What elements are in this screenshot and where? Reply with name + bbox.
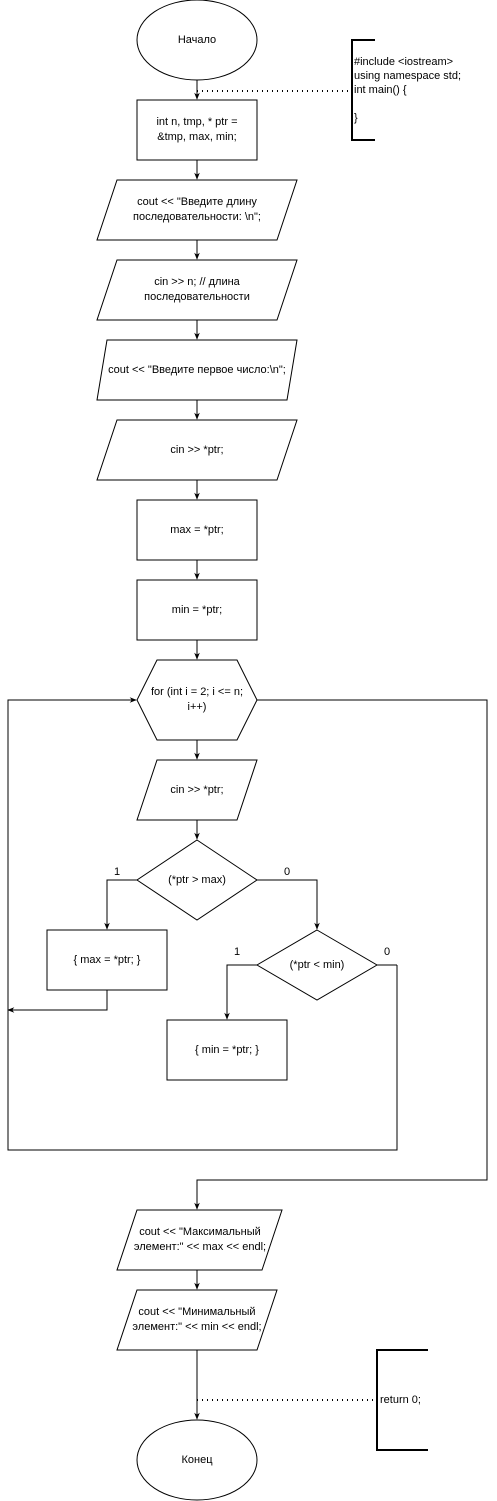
header-annotation-text: #include <iostream> using namespace std;… bbox=[354, 56, 462, 124]
edge-cond-max-true bbox=[104, 879, 137, 930]
edge-label-max-false: 0 bbox=[284, 866, 291, 878]
set-max-label: { max = *ptr; } bbox=[73, 953, 141, 966]
edge-loop-back bbox=[7, 697, 398, 1151]
footer-annotation-text: return 0; bbox=[380, 1393, 421, 1406]
edge-cond-max-false bbox=[257, 879, 320, 930]
output-max-label: cout << "Максимальный элемент:" << max <… bbox=[133, 1226, 267, 1253]
read-next-io bbox=[136, 759, 258, 821]
edge-set-max-back bbox=[7, 990, 108, 1013]
set-max-process bbox=[46, 929, 168, 991]
output-min-label: cout << "Минимальный элемент:" << min <<… bbox=[132, 1306, 262, 1333]
cond-min-label: (*ptr < min) bbox=[289, 958, 345, 971]
read-first-io bbox=[96, 419, 298, 481]
prompt-first-label: cout << "Введите первое число:\n"; bbox=[108, 363, 286, 376]
declaration-label: int n, tmp, * ptr = &tmp, max, min; bbox=[156, 116, 238, 143]
cond-min-decision bbox=[256, 929, 378, 1001]
cond-max-label: (*ptr > max) bbox=[168, 873, 226, 886]
init-max-label: max = *ptr; bbox=[170, 523, 224, 536]
edge-loop-exit bbox=[194, 699, 488, 1210]
set-min-label: { min = *ptr; } bbox=[195, 1043, 259, 1056]
prompt-length-io bbox=[96, 179, 298, 241]
end-terminal bbox=[136, 1419, 258, 1501]
cond-max-decision bbox=[136, 839, 258, 921]
declaration-process bbox=[136, 99, 258, 161]
prompt-length-label: cout << "Введите длину последовательност… bbox=[133, 196, 261, 223]
footer-annotation-bracket bbox=[376, 1349, 428, 1451]
output-min-io bbox=[116, 1289, 278, 1351]
start-label: Начало bbox=[177, 33, 217, 46]
init-min-label: min = *ptr; bbox=[171, 603, 223, 616]
read-first-label: cin >> *ptr; bbox=[170, 443, 224, 456]
header-annotation-bracket bbox=[351, 39, 375, 141]
read-next-label: cin >> *ptr; bbox=[170, 783, 224, 796]
edge-label-max-true: 1 bbox=[114, 866, 121, 878]
edge-cond-min-true bbox=[224, 964, 257, 1020]
edge-label-min-true: 1 bbox=[234, 946, 241, 958]
read-length-io bbox=[96, 259, 298, 321]
loop-label: for (int i = 2; i <= n; i++) bbox=[150, 686, 244, 713]
prompt-first-io bbox=[96, 339, 298, 401]
output-max-io bbox=[116, 1209, 283, 1271]
edge-label-min-false: 0 bbox=[384, 946, 391, 958]
read-length-label: cin >> n; // длина последовательности bbox=[144, 276, 250, 303]
set-min-process bbox=[166, 1019, 288, 1081]
end-label: Конец bbox=[181, 1453, 213, 1466]
loop-hexagon bbox=[136, 659, 258, 741]
